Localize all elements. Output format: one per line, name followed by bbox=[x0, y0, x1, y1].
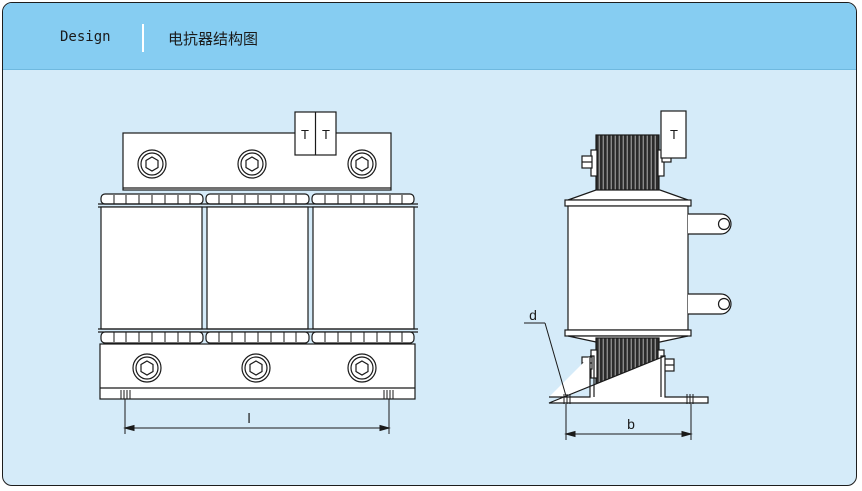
coil-middle bbox=[206, 206, 309, 330]
side-terminal bbox=[660, 110, 687, 159]
dimension-l-label: l bbox=[247, 410, 250, 426]
front-terminal-label-2: T bbox=[322, 127, 330, 142]
side-terminal-lugs bbox=[688, 213, 732, 315]
side-view bbox=[524, 110, 732, 440]
side-terminal-label: T bbox=[670, 127, 678, 142]
coil-left bbox=[100, 206, 203, 330]
dimension-d-leader bbox=[524, 322, 567, 397]
section-header: Design 电抗器结构图 bbox=[3, 3, 856, 70]
front-terminal-label-1: T bbox=[301, 127, 309, 142]
front-top-bolts bbox=[137, 149, 377, 179]
dimension-d-label: d bbox=[529, 307, 537, 323]
front-upper-cap-notches bbox=[113, 195, 403, 204]
header-title-en: Design bbox=[60, 29, 111, 45]
dimension-b-label: b bbox=[627, 416, 635, 432]
header-separator bbox=[142, 24, 144, 52]
front-coils bbox=[100, 206, 415, 330]
front-lower-cap-notches bbox=[113, 332, 403, 342]
front-base-bolts bbox=[132, 353, 377, 383]
side-core-body bbox=[567, 205, 689, 331]
dimension-l bbox=[123, 399, 391, 434]
side-foot-holes bbox=[563, 394, 694, 404]
coil-right bbox=[312, 206, 415, 330]
front-mounting-holes bbox=[120, 390, 394, 399]
side-upper-flange bbox=[567, 189, 689, 201]
side-upper-winding bbox=[595, 134, 660, 198]
front-view bbox=[98, 111, 418, 434]
dimension-b bbox=[564, 404, 693, 440]
header-title-cn: 电抗器结构图 bbox=[168, 30, 259, 48]
side-mounting-foot bbox=[548, 355, 709, 404]
